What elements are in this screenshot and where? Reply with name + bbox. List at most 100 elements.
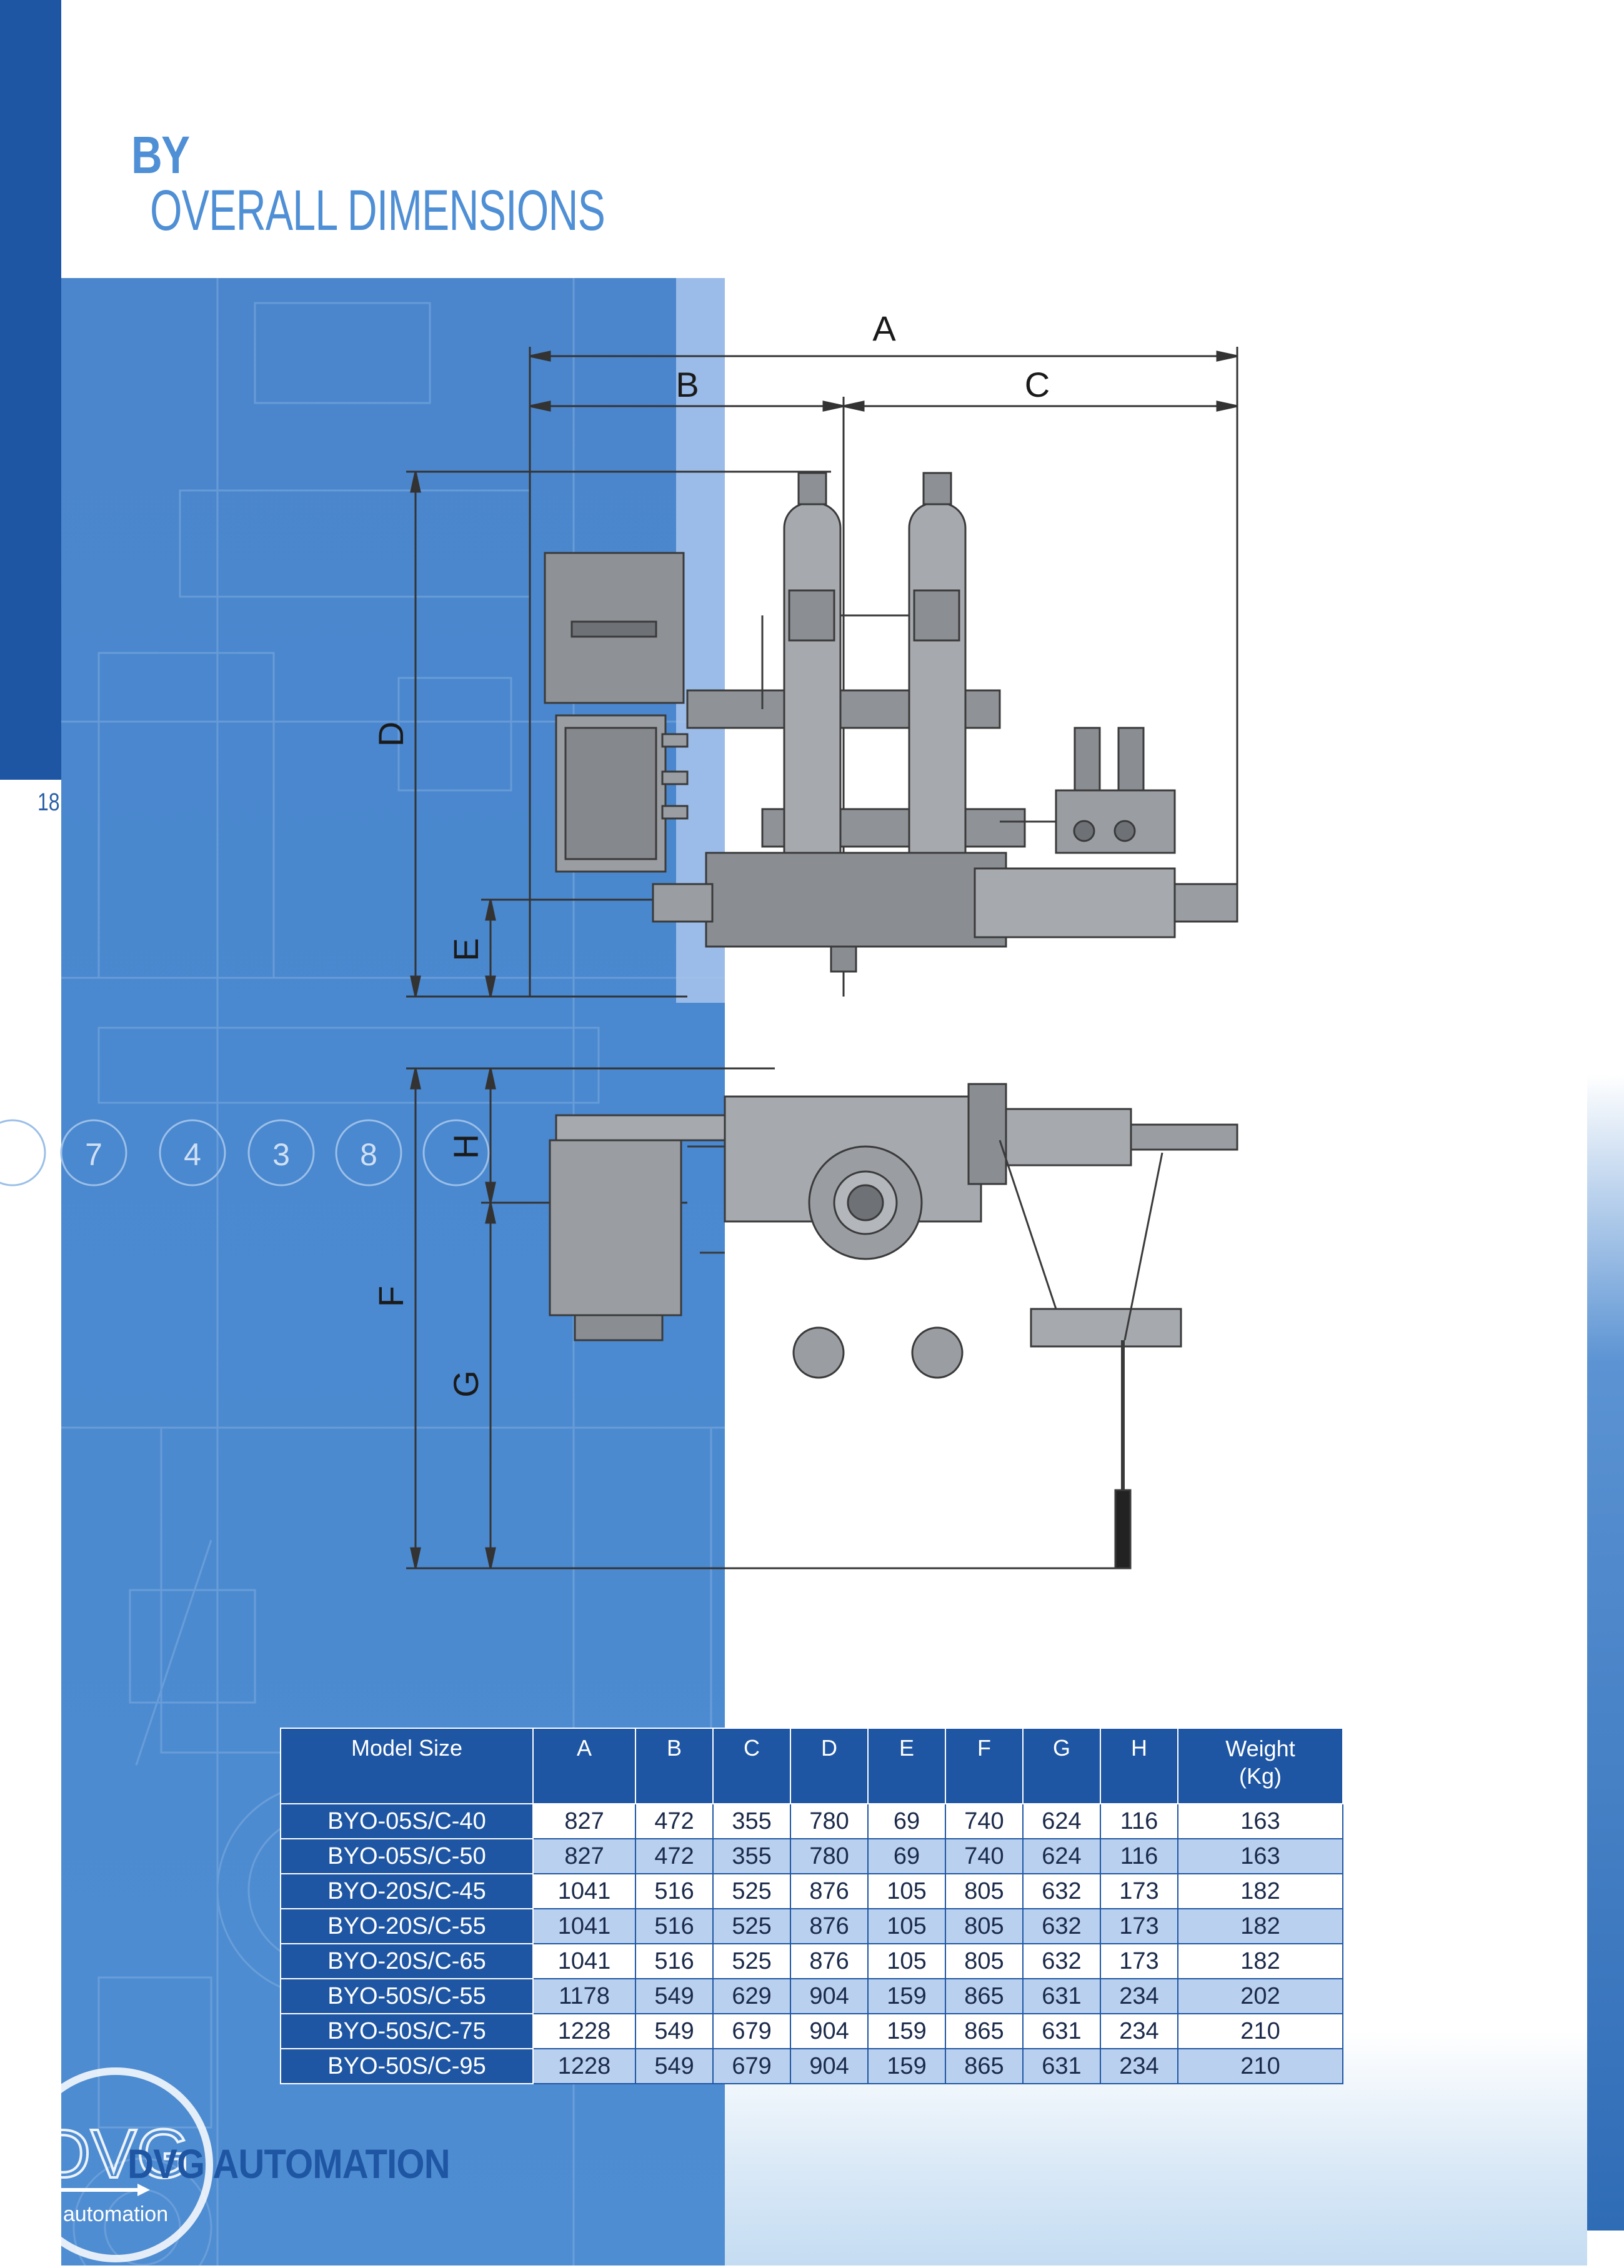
table-cell: 182 [1177,1943,1343,1979]
header-f: F [945,1728,1024,1804]
table-cell: 740 [945,1838,1024,1874]
table-cell: 624 [1022,1838,1101,1874]
technical-drawing: 7 4 3 8 [0,309,1238,1569]
table-cell: 865 [945,1978,1024,2014]
table-cell: 525 [712,1943,792,1979]
table-cell: 1041 [532,1908,637,1944]
table-cell: 805 [945,1908,1024,1944]
table-cell: 805 [945,1943,1024,1979]
table-cell: 1178 [532,1978,637,2014]
page-number: 18 [37,788,60,816]
table-cell: 173 [1099,1943,1179,1979]
table-cell: 632 [1022,1943,1101,1979]
callout-3: 3 [272,1137,290,1172]
table-cell: 780 [790,1803,869,1839]
table-cell: 173 [1099,1908,1179,1944]
table-cell: 780 [790,1838,869,1874]
dim-label-g: G [446,1370,486,1398]
table-cell: 827 [532,1803,637,1839]
table-cell: 234 [1099,2048,1179,2084]
table-cell: 679 [712,2048,792,2084]
table-cell: 105 [867,1943,946,1979]
header-model-size: Model Size [280,1728,534,1804]
model-size-cell: BYO-50S/C-95 [280,2048,534,2084]
header-d: D [790,1728,869,1804]
table-cell: 624 [1022,1803,1101,1839]
table-cell: 904 [790,2048,869,2084]
table-cell: 234 [1099,2013,1179,2049]
table-cell: 1041 [532,1873,637,1909]
table-cell: 69 [867,1803,946,1839]
table-cell: 876 [790,1873,869,1909]
dim-label-d: D [371,722,411,747]
header-e: E [867,1728,946,1804]
table-cell: 210 [1177,2013,1343,2049]
table-cell: 234 [1099,1978,1179,2014]
table-cell: 105 [867,1908,946,1944]
table-cell: 210 [1177,2048,1343,2084]
table-cell: 116 [1099,1838,1179,1874]
table-cell: 827 [532,1838,637,1874]
callout-7: 7 [85,1137,102,1172]
header-c: C [712,1728,792,1804]
model-size-cell: BYO-20S/C-65 [280,1943,534,1979]
table-cell: 1228 [532,2013,637,2049]
table-cell: 904 [790,1978,869,2014]
dim-label-h: H [446,1134,486,1159]
page-title-series: BY [131,126,190,184]
table-cell: 516 [635,1873,714,1909]
table-cell: 631 [1022,2013,1101,2049]
logo-subtext: automation [63,2202,168,2226]
header-g: G [1022,1728,1101,1804]
header-a: A [532,1728,637,1804]
table-cell: 159 [867,1978,946,2014]
table-cell: 173 [1099,1873,1179,1909]
table-cell: 549 [635,2048,714,2084]
table-cell: 516 [635,1908,714,1944]
dim-label-f: F [371,1286,411,1307]
actuator-top-view [549,1083,1238,1569]
model-size-cell: BYO-20S/C-45 [280,1873,534,1909]
table-cell: 629 [712,1978,792,2014]
dim-label-c: C [1025,365,1050,404]
page-title: OVERALL DIMENSIONS [150,179,605,242]
left-accent-stripe [0,0,61,780]
background-callouts [0,1119,490,1186]
table-cell: 549 [635,1978,714,2014]
table-cell: 1041 [532,1943,637,1979]
model-size-cell: BYO-50S/C-75 [280,2013,534,2049]
actuator-side-view [544,472,1238,973]
table-cell: 159 [867,2048,946,2084]
table-cell: 805 [945,1873,1024,1909]
table-cell: 355 [712,1803,792,1839]
right-accent-stripe [1587,1075,1624,2231]
table-cell: 202 [1177,1978,1343,2014]
model-size-cell: BYO-50S/C-55 [280,1978,534,2014]
header-weight: Weight (Kg) [1177,1728,1343,1804]
table-cell: 159 [867,2013,946,2049]
table-cell: 105 [867,1873,946,1909]
table-cell: 525 [712,1873,792,1909]
table-cell: 1228 [532,2048,637,2084]
table-cell: 631 [1022,1978,1101,2014]
table-header-row: Model Size A B C D E F G H Weight (Kg) [280,1728,1343,1804]
dimensions-table: Model Size A B C D E F G H Weight (Kg) B… [280,1728,1343,2084]
table-cell: 632 [1022,1873,1101,1909]
model-size-cell: BYO-20S/C-55 [280,1908,534,1944]
table-cell: 679 [712,2013,792,2049]
table-cell: 549 [635,2013,714,2049]
table-cell: 904 [790,2013,869,2049]
table-cell: 182 [1177,1873,1343,1909]
header-h: H [1099,1728,1179,1804]
table-cell: 865 [945,2013,1024,2049]
table-cell: 631 [1022,2048,1101,2084]
